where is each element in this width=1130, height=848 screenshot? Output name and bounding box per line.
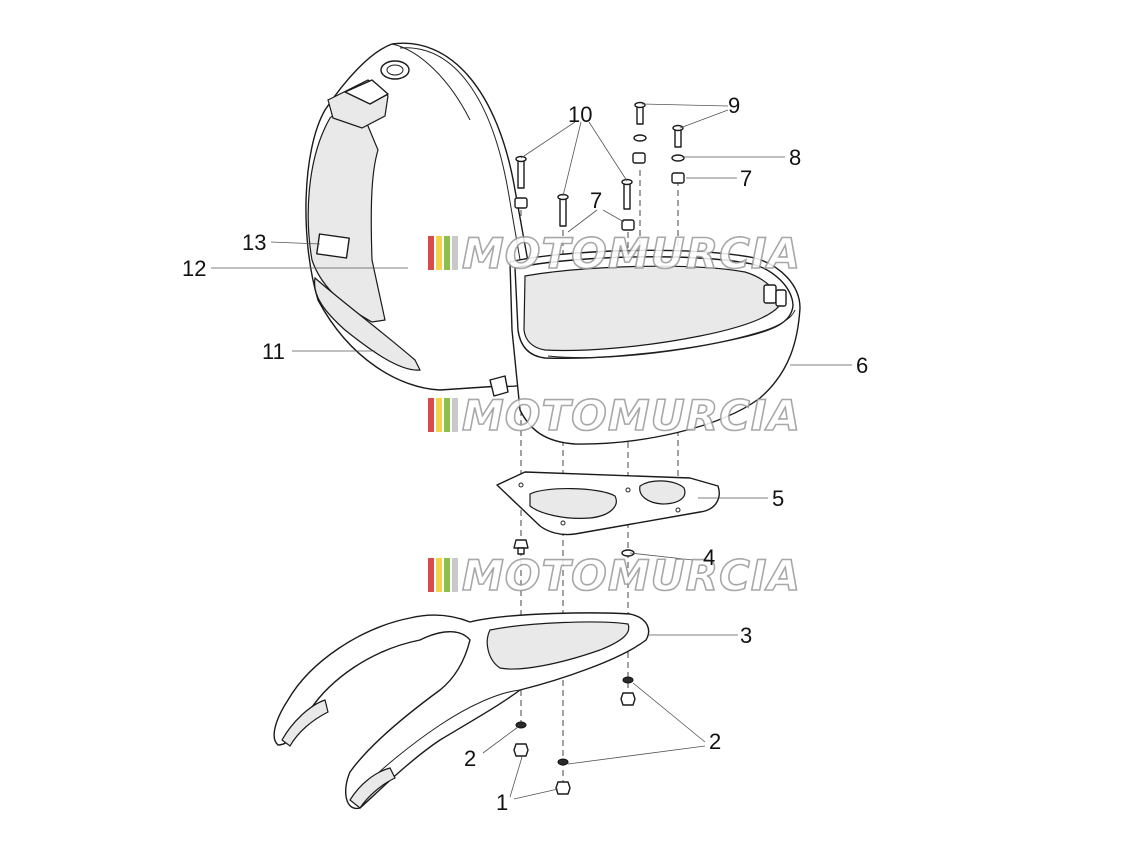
hardware [513,101,685,795]
callout-4: 4 [703,545,715,570]
callout-10: 10 [568,102,592,127]
callout-3: 3 [740,623,752,648]
watermark: MOTOMURCIA MOTOMURCIA MOTOMURCIA [428,228,801,601]
base-plate [496,471,720,536]
rear-rack [273,612,650,810]
leader-lines [211,103,852,800]
callout-5: 5 [772,486,784,511]
topcase-lid [305,42,549,397]
topcase-shell [509,249,801,445]
callout-7-center: 7 [590,188,602,213]
callout-2-right: 2 [709,729,721,754]
callout-6: 6 [856,353,868,378]
callouts: 10 9 8 7 7 13 12 11 6 5 4 3 2 2 1 [182,93,868,815]
watermark-text: MOTOMURCIA [462,229,801,278]
callout-8: 8 [789,145,801,170]
callout-7-right: 7 [740,166,752,191]
callout-1: 1 [496,790,508,815]
callout-13: 13 [242,230,266,255]
watermark-text: MOTOMURCIA [462,391,801,440]
callout-11: 11 [262,339,285,364]
watermark-text: MOTOMURCIA [462,551,801,600]
callout-12: 12 [182,256,206,281]
callout-9: 9 [728,93,740,118]
callout-2-left: 2 [464,746,476,771]
